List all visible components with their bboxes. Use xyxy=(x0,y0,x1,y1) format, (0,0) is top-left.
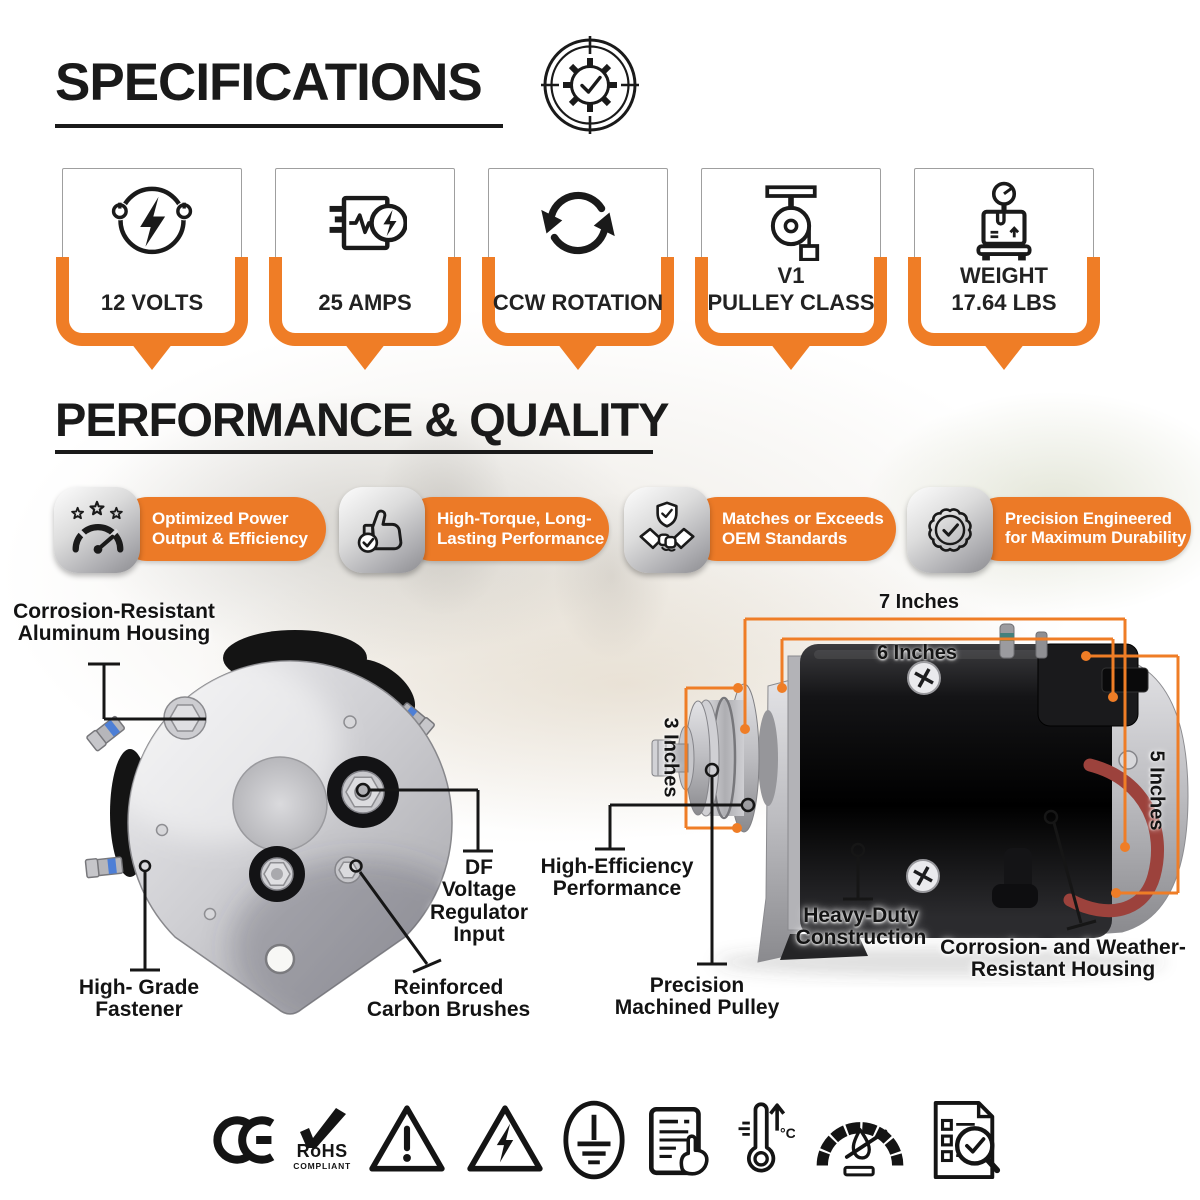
card-pointer xyxy=(983,343,1025,370)
dimension-3-inches: 3 Inches xyxy=(659,717,682,798)
callout-weather-resistant: Corrosion- and Weather- Resistant Housin… xyxy=(940,936,1186,982)
read-manual-icon xyxy=(642,1099,716,1181)
spec-card-weight: WEIGHT 17.64 LBS xyxy=(908,168,1100,370)
weight-scale-icon xyxy=(915,181,1093,263)
protective-earth-icon xyxy=(561,1099,627,1181)
thumbs-up-check-icon xyxy=(339,487,425,573)
spec-card-current: 25 AMPS xyxy=(269,168,461,370)
pulley-icon xyxy=(702,181,880,261)
card-pointer xyxy=(131,343,173,370)
spec-card-voltage: 12 VOLTS xyxy=(56,168,248,370)
spec-card-pulley-class: V1 PULLEY CLASS xyxy=(695,168,887,370)
card-bracket xyxy=(56,257,248,346)
title-underline xyxy=(55,124,503,128)
performance-title: PERFORMANCE & QUALITY xyxy=(55,393,669,446)
warning-triangle-icon xyxy=(366,1102,448,1178)
inspection-checklist-icon xyxy=(924,1097,1004,1183)
feature-pill-optimized-power: Optimized Power Output & Efficiency xyxy=(116,497,326,561)
feature-pill-oem-standards: Matches or Exceeds OEM Standards xyxy=(686,497,896,561)
spec-card-label: WEIGHT 17.64 LBS xyxy=(951,263,1057,316)
feature-pill-precision-engineered: Precision Engineered for Maximum Durabil… xyxy=(969,497,1191,561)
callout-df-regulator-input: DF Voltage Regulator Input xyxy=(429,856,528,946)
dimension-7-inches: 7 Inches xyxy=(878,591,960,613)
target-gear-check-icon xyxy=(538,33,642,137)
rohs-compliant-label: COMPLIANT xyxy=(293,1161,352,1172)
overheat-gauge-icon xyxy=(811,1103,909,1177)
spec-card-label: CCW ROTATION xyxy=(492,290,664,316)
feature-pill-high-torque: High-Torque, Long- Lasting Performance xyxy=(401,497,609,561)
card-pointer xyxy=(770,343,812,370)
callout-carbon-brushes: Reinforced Carbon Brushes xyxy=(366,976,531,1022)
dimension-6-inches: 6 Inches xyxy=(876,642,958,664)
rohs-label: RoHS xyxy=(296,1141,348,1162)
ce-mark-icon xyxy=(192,1113,278,1167)
rosette-check-icon xyxy=(907,487,993,573)
temperature-rise-icon: °C xyxy=(731,1097,795,1183)
gauge-stars-icon xyxy=(54,487,140,573)
ccw-rotation-icon xyxy=(489,181,667,265)
rohs-check-icon: RoHS COMPLIANT xyxy=(293,1108,351,1171)
spec-card-label: V1 PULLEY CLASS xyxy=(707,263,875,316)
callout-high-grade-fastener: High- Grade Fastener xyxy=(78,976,200,1022)
spec-card-label: 25 AMPS xyxy=(318,290,412,316)
spec-card-label: 12 VOLTS xyxy=(100,290,204,316)
handshake-shield-icon xyxy=(624,487,710,573)
performance-underline xyxy=(55,450,653,454)
card-bracket xyxy=(695,257,887,346)
dimension-5-inches: 5 Inches xyxy=(1145,750,1168,831)
certification-row: RoHS COMPLIANT xyxy=(192,1082,1004,1197)
svg-text:°C: °C xyxy=(780,1125,795,1141)
card-bracket xyxy=(269,257,461,346)
card-bracket xyxy=(908,257,1100,346)
callout-aluminum-housing: Corrosion-Resistant Aluminum Housing xyxy=(13,600,215,646)
voltage-icon xyxy=(63,181,241,265)
callout-heavy-duty: Heavy-Duty Construction xyxy=(795,904,927,950)
callout-machined-pulley: Precision Machined Pulley xyxy=(614,974,780,1020)
starter-generator-front-image xyxy=(60,618,480,1038)
card-pointer xyxy=(557,343,599,370)
page-title: SPECIFICATIONS xyxy=(55,53,483,112)
spec-card-rotation: CCW ROTATION xyxy=(482,168,674,370)
current-icon xyxy=(276,181,454,265)
electric-hazard-icon xyxy=(464,1102,546,1178)
card-bracket xyxy=(482,257,674,346)
callout-high-efficiency: High-Efficiency Performance xyxy=(540,855,694,901)
card-pointer xyxy=(344,343,386,370)
